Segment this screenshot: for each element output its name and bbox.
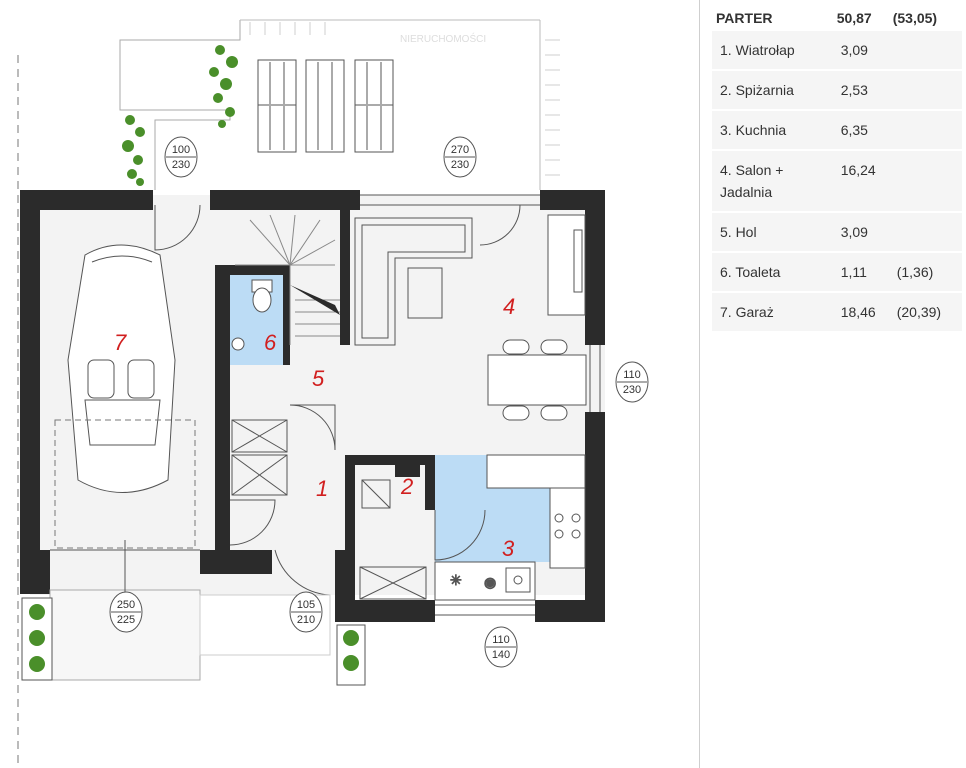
svg-text:◉: ◉ [484, 574, 496, 590]
svg-text:230: 230 [172, 159, 190, 171]
walls [20, 190, 605, 622]
room-name: 4. Salon + Jadalnia [720, 162, 784, 200]
staircase [235, 214, 340, 345]
table-row: 1. Wiatrołap 3,09 [712, 30, 962, 71]
room-area: 3,09 [840, 42, 868, 58]
table-row: 5. Hol 3,09 [712, 212, 962, 252]
room-name: 3. Kuchnia [720, 122, 787, 138]
room-number-1: 1 [316, 476, 328, 501]
svg-text:250: 250 [117, 599, 135, 611]
room-area: 3,09 [840, 224, 868, 240]
car-icon [67, 244, 176, 493]
svg-text:110: 110 [623, 369, 641, 381]
kitchen-wet-area [435, 455, 550, 562]
room-area-alt [889, 70, 962, 110]
room-name: 5. Hol [720, 224, 757, 240]
toilet-fixtures [231, 279, 273, 351]
room-area-alt: (1,36) [896, 264, 934, 280]
room-number-4: 4 [503, 294, 515, 319]
watermark: NIERUCHOMOŚCI [400, 32, 486, 45]
room-number-5: 5 [312, 366, 325, 391]
svg-text:105: 105 [297, 599, 315, 611]
room-area: 16,24 [840, 162, 876, 178]
room-area: 1,11 [840, 264, 867, 280]
svg-text:210: 210 [297, 614, 315, 626]
sofa [354, 217, 473, 346]
room-area-alt [889, 31, 962, 71]
svg-text:100: 100 [172, 144, 190, 156]
floor-plan-drawing: ✳ ◉ [17, 19, 649, 768]
room-area: 18,46 [840, 304, 876, 320]
svg-text:140: 140 [492, 649, 510, 661]
room-name: 2. Spiżarnia [720, 82, 794, 98]
panel-divider [699, 0, 700, 768]
table-row: 4. Salon + Jadalnia 16,24 [712, 150, 962, 212]
svg-text:270: 270 [451, 144, 469, 156]
table-row: 2. Spiżarnia 2,53 [712, 70, 962, 110]
doors [154, 204, 521, 596]
table-row: 7. Garaż 18,46 (20,39) [712, 292, 962, 332]
hall-wardrobe [231, 419, 288, 496]
room-name: 6. Toaleta [720, 264, 781, 280]
room-area: 6,35 [840, 122, 868, 138]
svg-text:230: 230 [451, 159, 469, 171]
room-area-table: PARTER 50,87 (53,05) 1. Wiatrołap 3,09 2… [712, 4, 962, 333]
room-number-2: 2 [400, 474, 413, 499]
room-number-3: 3 [502, 536, 515, 561]
dining-table [487, 339, 587, 421]
room-area: 2,53 [840, 82, 868, 98]
dim-window-side: 110 230 [615, 361, 649, 403]
room-name: 1. Wiatrołap [720, 42, 795, 58]
svg-text:110: 110 [492, 634, 510, 646]
plant-icon [122, 45, 238, 186]
floor-area-alt: (53,05) [892, 10, 938, 26]
room-area-alt: (20,39) [896, 304, 942, 320]
dim-window-kitchen: 110 140 [484, 626, 518, 668]
table-row: 6. Toaleta 1,11 (1,36) [712, 252, 962, 292]
dim-window-salon: 270 230 [443, 136, 477, 178]
table-row: 3. Kuchnia 6,35 [712, 110, 962, 150]
dim-door-entry: 105 210 [289, 591, 323, 633]
terrace-loungers [257, 59, 394, 153]
room-area-alt [889, 212, 962, 252]
floor-area: 50,87 [836, 10, 872, 26]
room-number-7: 7 [114, 330, 127, 355]
dim-garage-door: 250 225 [109, 591, 143, 633]
floor-plan: ✳ ◉ [17, 19, 649, 768]
kitchen-counters: ✳ ◉ [434, 454, 586, 601]
room-name: 7. Garaż [720, 304, 774, 320]
svg-text:✳: ✳ [450, 572, 462, 588]
planter-boxes [21, 597, 366, 686]
room-number-6: 6 [264, 330, 277, 355]
dim-window-garage: 100 230 [164, 136, 198, 178]
terrace [119, 19, 560, 190]
table-header-row: PARTER 50,87 (53,05) [712, 4, 962, 31]
room-area-alt [889, 110, 962, 150]
svg-text:225: 225 [117, 614, 135, 626]
room-area-alt [889, 150, 962, 212]
floor-title: PARTER [716, 10, 773, 26]
pantry-shelves [359, 479, 427, 600]
svg-text:230: 230 [623, 384, 641, 396]
